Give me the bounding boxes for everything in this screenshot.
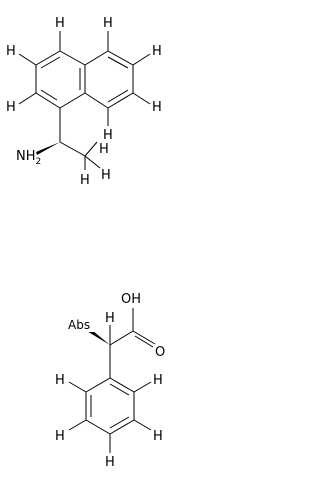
hydroxyl-label: OH — [121, 292, 141, 307]
ring-hydrogen-bonds — [18, 31, 151, 126]
ring-hydrogen-label: H — [103, 16, 113, 31]
phenyl-hydrogen-label: H — [153, 373, 163, 388]
ring-hydrogen-label: H — [152, 100, 162, 115]
phenyl-ring-bonds — [85, 345, 135, 435]
naphthylethylamine-structure: H H H H H H H NH2 H H H — [6, 16, 162, 188]
naphthalene-ring-bonds — [35, 50, 134, 109]
carboxyl-group-bonds — [109, 308, 156, 348]
alpha-hydrogen-label: H — [105, 311, 115, 326]
ring-hydrogen-label: H — [6, 44, 16, 59]
phenyl-hydrogen-label: H — [55, 373, 65, 388]
ethylamine-side-chain — [36, 108, 101, 170]
phenyl-hydrogen-label: H — [105, 455, 115, 470]
amine-label: NH2 — [16, 149, 41, 167]
ring-hydrogen-label: H — [6, 100, 16, 115]
structure-canvas: H H H H H H H NH2 H H H — [6, 16, 165, 470]
ring-hydrogen-label: H — [103, 128, 113, 143]
phenyl-hydrogen-label: H — [153, 429, 163, 444]
abs-label-background — [67, 316, 95, 332]
methyl-hydrogen-label: H — [80, 173, 90, 188]
stereo-wedge-bond — [36, 142, 60, 155]
methyl-hydrogen-label: H — [101, 168, 111, 183]
phenyl-hydrogen-bonds — [68, 381, 152, 453]
phenyl-hydrogen-label: H — [55, 429, 65, 444]
methyl-hydrogen-label: H — [99, 142, 109, 157]
abs-stereo-label: Abs — [68, 318, 90, 332]
ring-hydrogen-label: H — [55, 16, 65, 31]
ring-hydrogen-label: H — [152, 44, 162, 59]
carbonyl-oxygen-label: O — [155, 345, 165, 360]
mandelic-acid-structure: OH O H Abs H H — [55, 292, 165, 470]
